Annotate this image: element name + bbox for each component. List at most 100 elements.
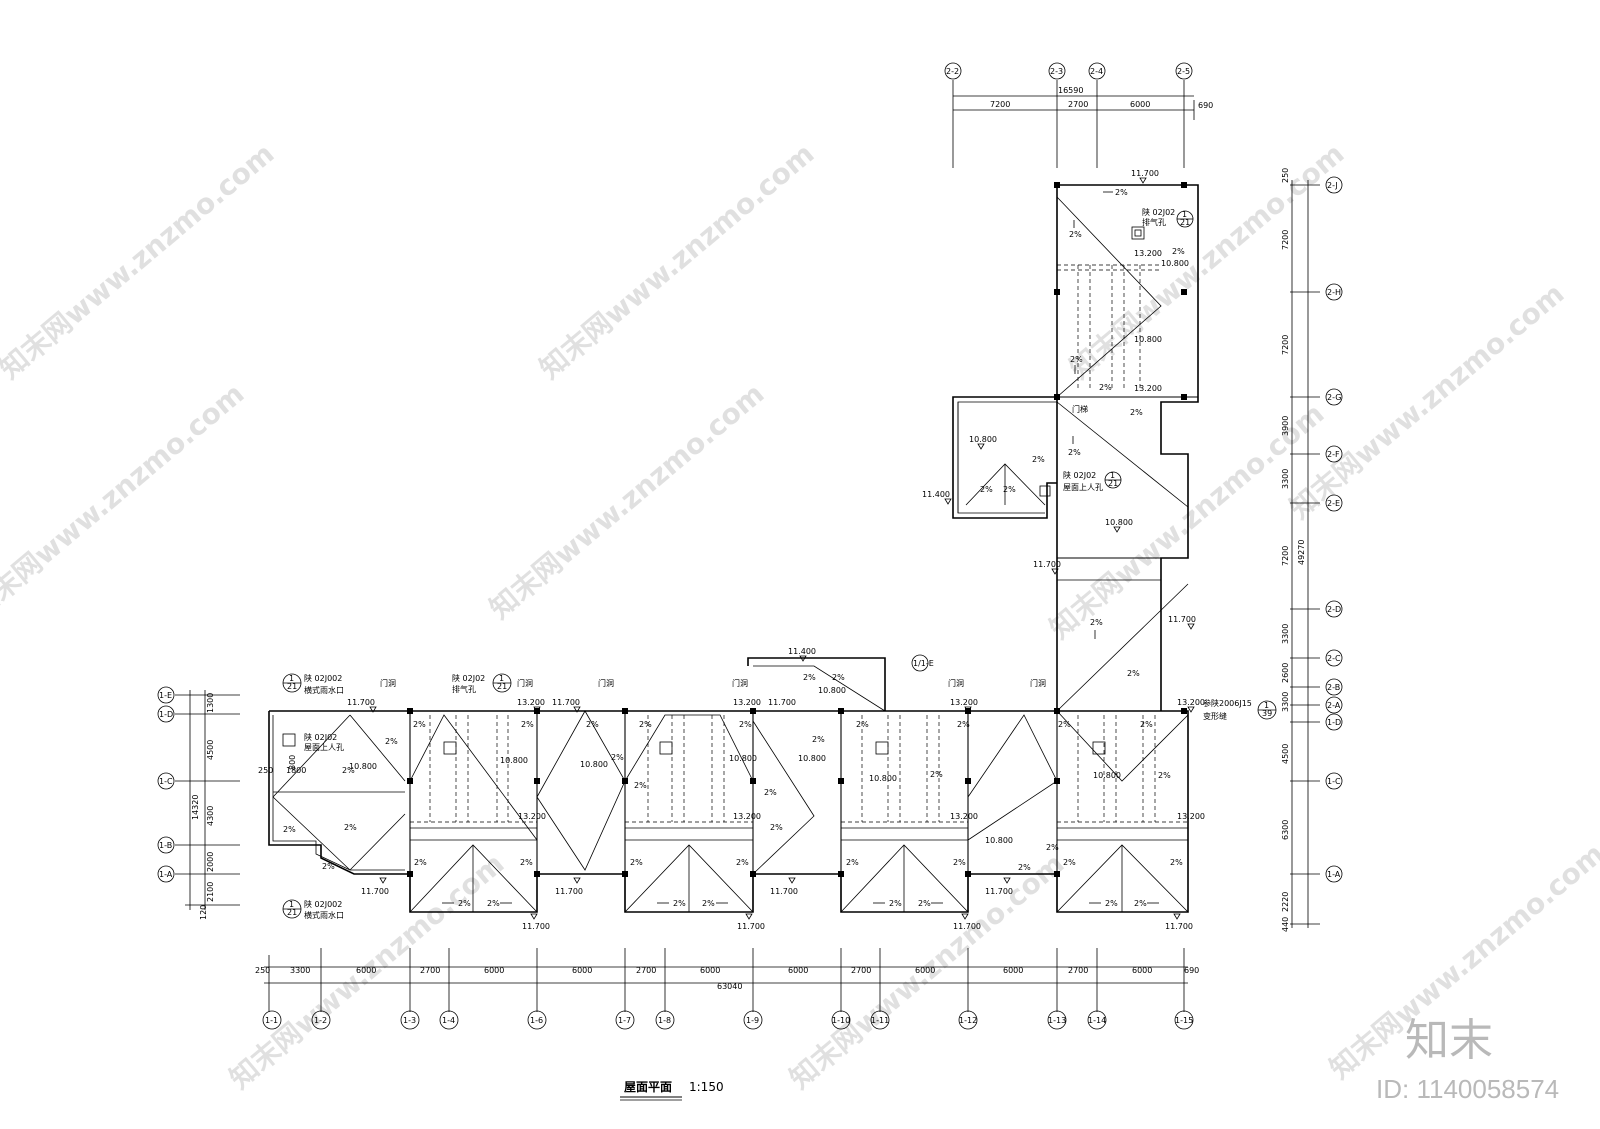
- svg-text:2%: 2%: [520, 858, 533, 867]
- svg-text:2%: 2%: [342, 766, 355, 775]
- svg-text:1: 1: [1264, 701, 1269, 710]
- svg-text:10.800: 10.800: [1134, 335, 1162, 344]
- svg-text:1: 1: [289, 674, 294, 683]
- dim-top-total: 16590: [1058, 86, 1083, 95]
- svg-text:2%: 2%: [953, 858, 966, 867]
- bottom-axis-system: 1-1 1-2 1-3 1-4 1-6 1-7 1-8 1-9 1-10 1-1…: [255, 948, 1199, 1030]
- svg-text:2700: 2700: [636, 966, 656, 975]
- svg-text:21: 21: [1180, 218, 1190, 227]
- bay-dashes-3: [841, 715, 968, 823]
- svg-text:2%: 2%: [1046, 843, 1059, 852]
- svg-text:2%: 2%: [918, 899, 931, 908]
- svg-text:2%: 2%: [634, 781, 647, 790]
- svg-text:1-12: 1-12: [959, 1016, 977, 1025]
- svg-text:屋面上人孔: 屋面上人孔: [1063, 483, 1103, 492]
- svg-text:1: 1: [1182, 210, 1187, 219]
- dim-top-span-2: 2700: [1068, 100, 1088, 109]
- svg-text:10.800: 10.800: [1161, 259, 1189, 268]
- svg-text:10.800: 10.800: [869, 774, 897, 783]
- svg-text:1: 1: [1110, 471, 1115, 480]
- svg-text:1-C: 1-C: [159, 777, 173, 786]
- svg-text:2%: 2%: [344, 823, 357, 832]
- svg-text:10.800: 10.800: [729, 754, 757, 763]
- svg-text:2%: 2%: [283, 825, 296, 834]
- svg-text:2%: 2%: [832, 673, 845, 682]
- svg-text:2%: 2%: [630, 858, 643, 867]
- svg-text:11.700: 11.700: [737, 922, 765, 931]
- svg-text:10.800: 10.800: [1093, 771, 1121, 780]
- svg-text:陕 02J02: 陕 02J02: [452, 673, 485, 683]
- svg-text:2000: 2000: [206, 852, 215, 872]
- svg-text:250: 250: [258, 766, 273, 775]
- svg-text:11.700: 11.700: [1131, 169, 1159, 178]
- svg-text:排气孔: 排气孔: [452, 684, 476, 694]
- svg-text:2-C: 2-C: [1327, 654, 1341, 663]
- svg-text:2%: 2%: [1172, 247, 1185, 256]
- svg-text:11.700: 11.700: [953, 922, 981, 931]
- brand-logo: 知末: [1405, 1015, 1493, 1066]
- svg-text:2-D: 2-D: [1327, 605, 1341, 614]
- svg-text:13.200: 13.200: [517, 698, 545, 707]
- svg-text:陕 02J02: 陕 02J02: [1142, 207, 1175, 217]
- svg-text:2%: 2%: [322, 862, 335, 871]
- bay-dashes-1: [410, 715, 537, 823]
- scale-text: 1:150: [689, 1080, 724, 1094]
- svg-text:1-10: 1-10: [832, 1016, 850, 1025]
- svg-text:10.800: 10.800: [798, 754, 826, 763]
- dim-top-span-3: 6000: [1130, 100, 1150, 109]
- svg-text:1-15: 1-15: [1175, 1016, 1193, 1025]
- drawing-title: 屋面平面 1:150: [620, 1080, 724, 1101]
- svg-text:21: 21: [497, 682, 507, 691]
- svg-text:1-D: 1-D: [159, 710, 173, 719]
- svg-text:2%: 2%: [1058, 720, 1071, 729]
- svg-text:13.200: 13.200: [1134, 384, 1162, 393]
- svg-text:3300: 3300: [1281, 469, 1290, 489]
- svg-text:2%: 2%: [980, 485, 993, 494]
- svg-text:440: 440: [1281, 917, 1290, 932]
- svg-text:2%: 2%: [1105, 899, 1118, 908]
- svg-text:2%: 2%: [1127, 669, 1140, 678]
- svg-text:11.700: 11.700: [768, 698, 796, 707]
- svg-text:陕 02J002: 陕 02J002: [304, 899, 342, 909]
- elevation-marks: 11.700 13.200 10.800 10.800 13.200 10.80…: [347, 169, 1205, 931]
- svg-text:21: 21: [287, 682, 297, 691]
- svg-text:门洞: 门洞: [598, 678, 614, 688]
- svg-text:11.400: 11.400: [788, 647, 816, 656]
- svg-text:13.200: 13.200: [733, 812, 761, 821]
- svg-text:11.400: 11.400: [922, 490, 950, 499]
- svg-text:6000: 6000: [700, 966, 720, 975]
- svg-text:10.800: 10.800: [969, 435, 997, 444]
- svg-text:门梯: 门梯: [1072, 404, 1088, 414]
- svg-text:门洞: 门洞: [1030, 678, 1046, 688]
- dashed-structure: [410, 264, 1188, 823]
- svg-text:2-E: 2-E: [1327, 499, 1340, 508]
- top-axis-system: 2-2 2-3 2-4 2-5 16590 7200 2700 6000 690: [944, 62, 1213, 168]
- svg-text:2%: 2%: [611, 753, 624, 762]
- svg-text:21: 21: [1108, 479, 1118, 488]
- axis-bubble-top-4: [1175, 62, 1193, 80]
- axis-label-top-3: 2-4: [1090, 67, 1103, 76]
- svg-text:陕 02J002: 陕 02J002: [304, 673, 342, 683]
- svg-text:11.700: 11.700: [361, 887, 389, 896]
- svg-text:1-E: 1-E: [159, 691, 172, 700]
- svg-text:4300: 4300: [206, 806, 215, 826]
- svg-text:1-7: 1-7: [618, 1016, 631, 1025]
- svg-text:6300: 6300: [1281, 820, 1290, 840]
- svg-text:250: 250: [1281, 168, 1290, 183]
- left-axis-system: 1-E 1-D 1-C 1-B 1-A 1300 4500 4300 2000 …: [157, 686, 240, 920]
- svg-text:13.200: 13.200: [1134, 249, 1162, 258]
- axis-label-top-4: 2-5: [1177, 67, 1190, 76]
- svg-text:2%: 2%: [930, 770, 943, 779]
- svg-text:横式雨水口: 横式雨水口: [304, 685, 344, 695]
- svg-text:2%: 2%: [702, 899, 715, 908]
- dim-left-total: 14320: [191, 795, 200, 820]
- svg-text:2%: 2%: [889, 899, 902, 908]
- svg-text:11.700: 11.700: [1168, 615, 1196, 624]
- building-outline: [268, 184, 1199, 913]
- svg-text:2%: 2%: [1158, 771, 1171, 780]
- svg-text:1: 1: [499, 674, 504, 683]
- svg-text:10.800: 10.800: [500, 756, 528, 765]
- svg-text:2%: 2%: [413, 720, 426, 729]
- svg-text:3300: 3300: [290, 966, 310, 975]
- svg-text:2-J: 2-J: [1327, 181, 1338, 190]
